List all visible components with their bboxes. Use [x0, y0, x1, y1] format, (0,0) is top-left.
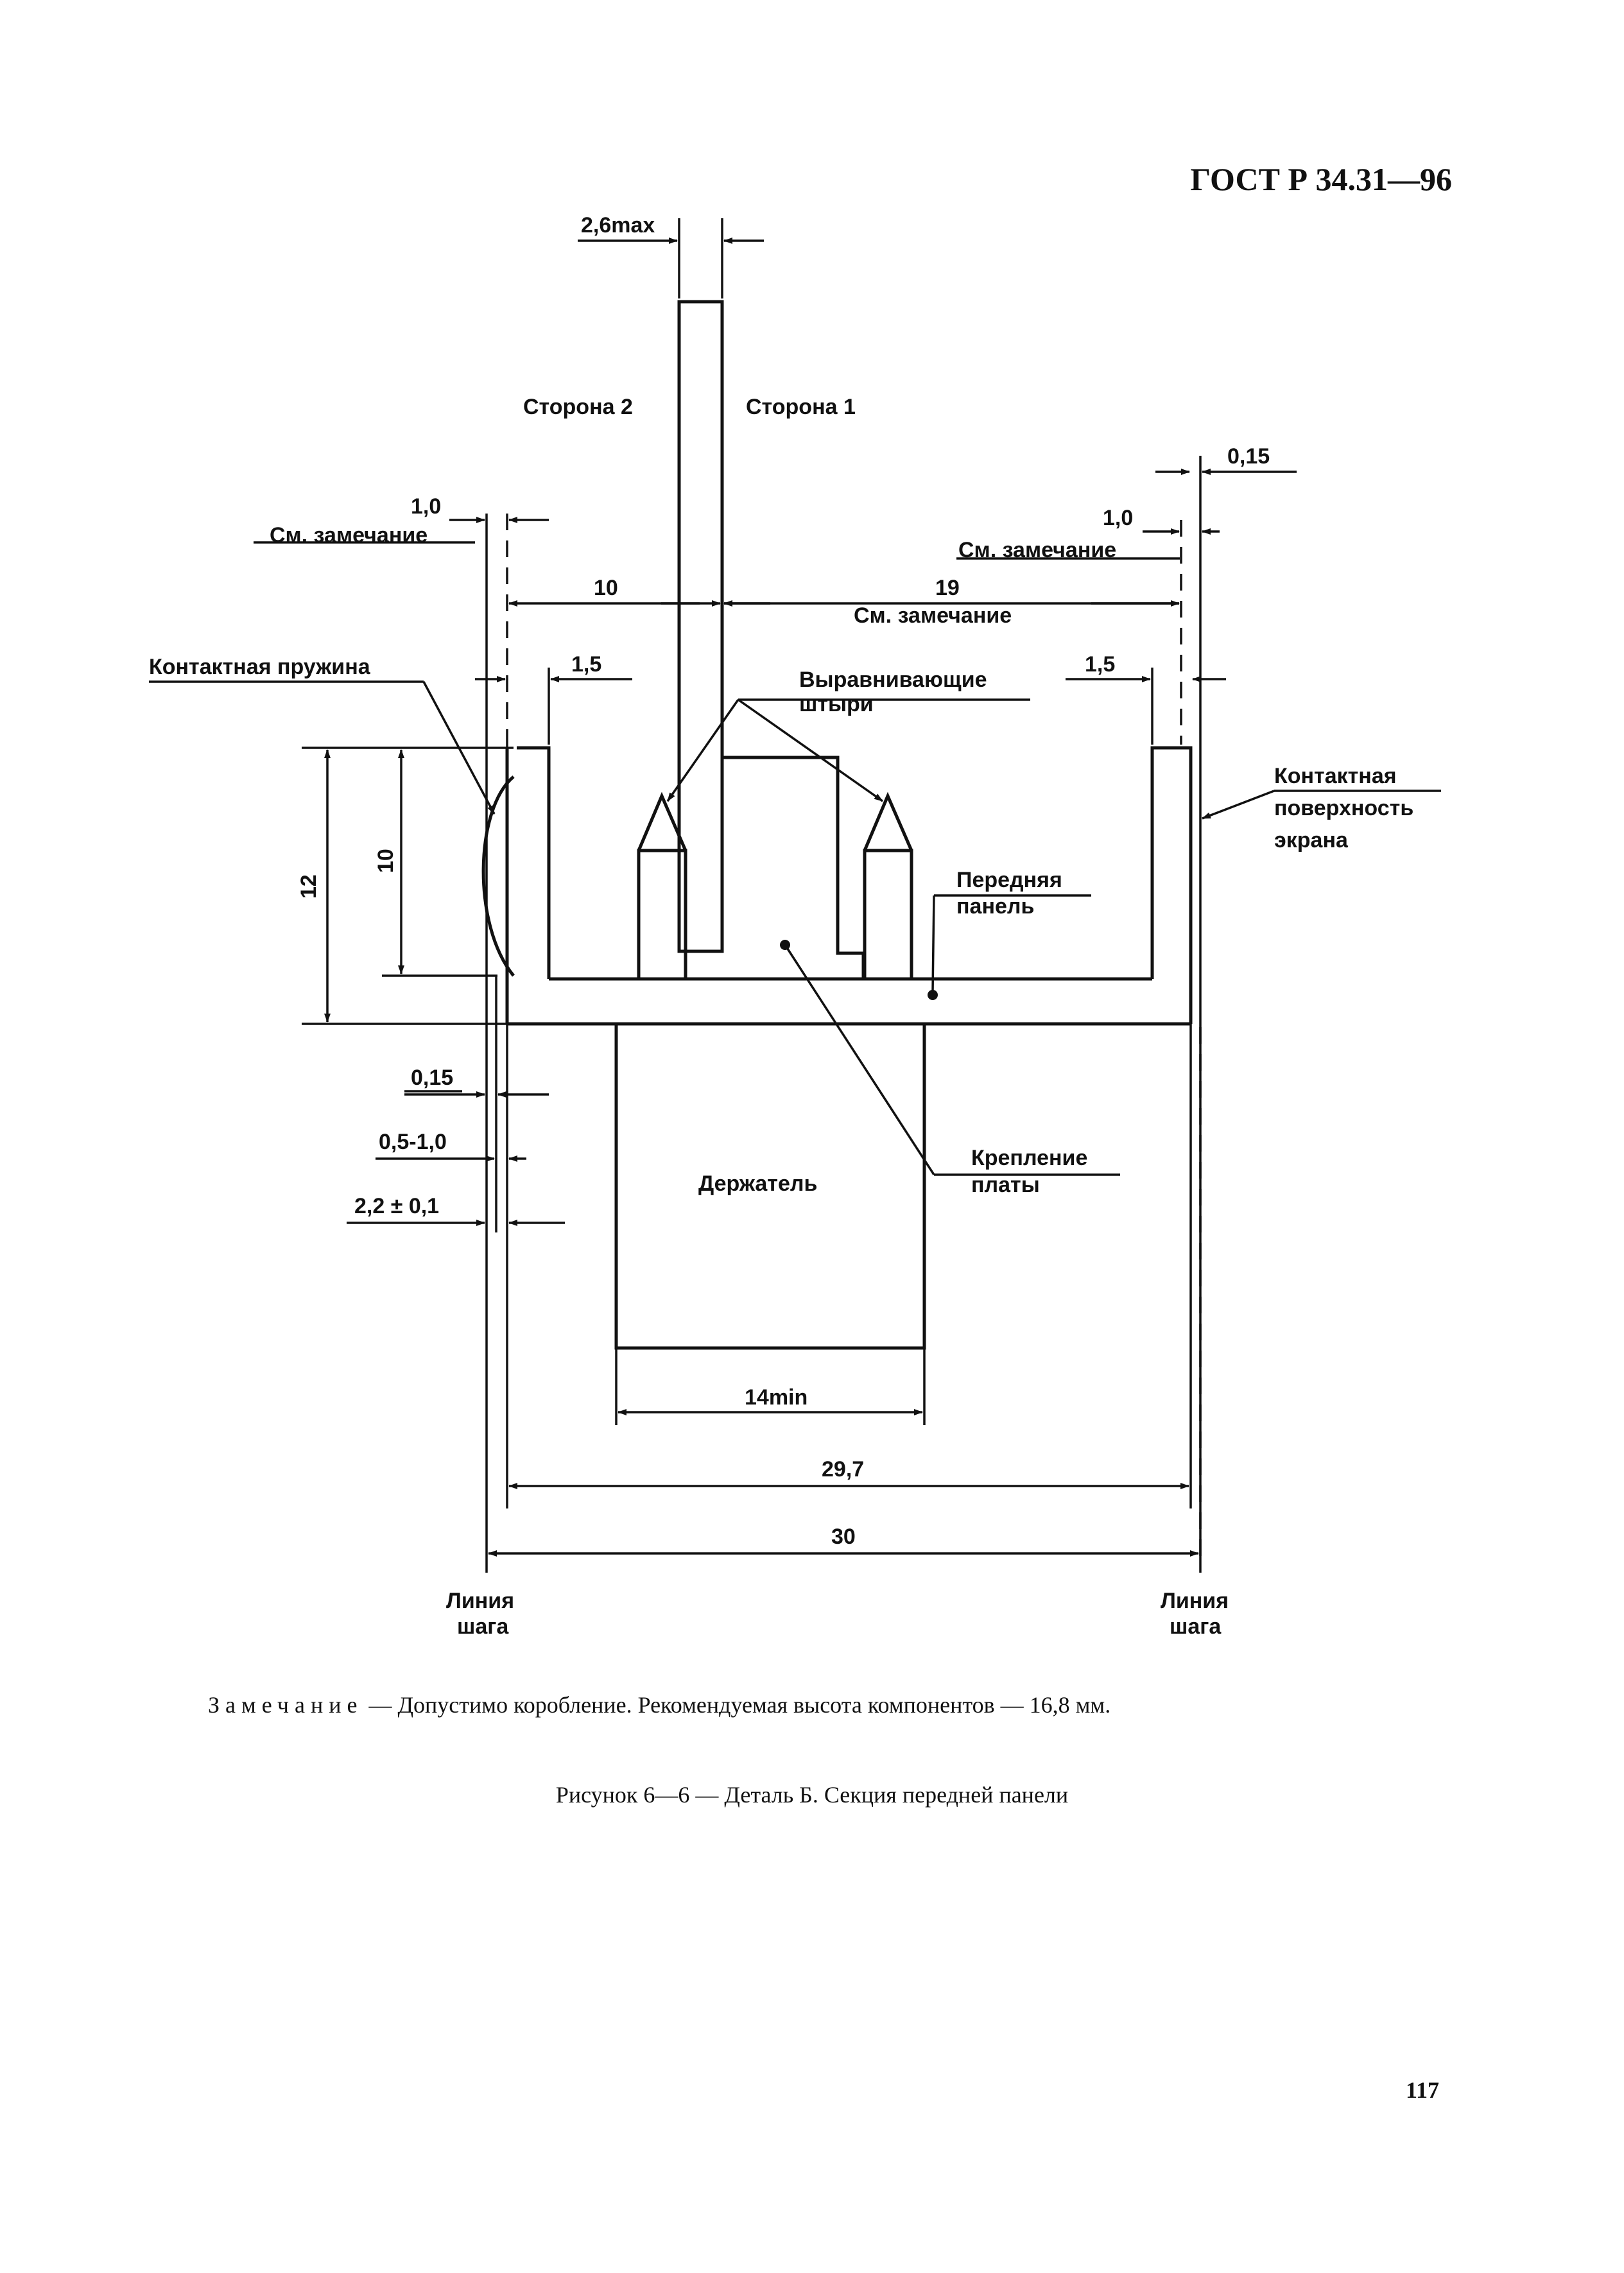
dim-10: 10	[594, 576, 618, 600]
board-blade	[677, 300, 724, 953]
contact-spring-label: Контактная пружина	[149, 655, 371, 679]
see-note-left: См. замечание	[270, 523, 428, 548]
dim-top-label: 2,6max	[581, 213, 655, 238]
side2-label: Сторона 2	[523, 395, 633, 419]
panel-left-wall	[517, 746, 551, 979]
aligning-pins-label-2: штыри	[799, 692, 874, 716]
see-note-right: См. замечание	[958, 538, 1116, 562]
contact-spring-curve	[481, 775, 515, 977]
note-label: Замечание	[208, 1692, 363, 1718]
right-pin	[863, 849, 913, 979]
board-mount-label-1: Крепление	[971, 1146, 1087, 1170]
front-panel-label-2: панель	[956, 894, 1034, 919]
board-mount-block	[722, 756, 865, 979]
holder-box	[614, 1024, 926, 1350]
note-body: — Допустимо коробление. Рекомендуемая вы…	[363, 1692, 1111, 1718]
pitch-line-left-label-1: Линия	[446, 1589, 514, 1613]
dim-10-vert: 10	[374, 849, 398, 873]
left-pin-tip	[637, 791, 687, 851]
dim-14: 14min	[745, 1385, 808, 1410]
contact-surface-label-3: экрана	[1274, 828, 1349, 852]
note-text: Замечание — Допустимо коробление. Рекоме…	[208, 1691, 1110, 1718]
pitch-line-right-label-1: Линия	[1161, 1589, 1229, 1613]
see-note-19: См. замечание	[854, 603, 1012, 628]
aligning-pins-label-1: Выравнивающие	[799, 668, 987, 692]
dim-10-right: 1,0	[1103, 506, 1133, 530]
dim-015-top: 0,15	[1227, 444, 1270, 469]
standard-header: ГОСТ Р 34.31—96	[1190, 161, 1452, 197]
dim-10-left: 1,0	[411, 494, 441, 519]
dim-30: 30	[831, 1525, 856, 1549]
panel-right-wall	[1150, 746, 1193, 1024]
board-mount-label-2: платы	[971, 1173, 1040, 1197]
dim-15-left: 1,5	[571, 652, 601, 677]
holder-label: Держатель	[698, 1171, 817, 1196]
dim-22: 2,2 ± 0,1	[354, 1194, 439, 1218]
front-panel-label-1: Передняя	[956, 868, 1062, 892]
dim-297: 29,7	[822, 1457, 864, 1482]
contact-surface-label-1: Контактная	[1274, 764, 1397, 788]
left-pin	[637, 849, 687, 979]
dim-12: 12	[297, 874, 321, 899]
dim-015-left: 0,15	[411, 1066, 453, 1090]
right-pin-tip	[863, 791, 913, 851]
page-number: 117	[1405, 2077, 1439, 2103]
figure-caption: Рисунок 6—6 — Деталь Б. Секция передней …	[555, 1782, 1069, 1808]
dim-15-right: 1,5	[1085, 652, 1115, 677]
dim-05-10: 0,5-1,0	[379, 1130, 447, 1154]
side1-label: Сторона 1	[746, 395, 856, 419]
contact-surface-label-2: поверхность	[1274, 796, 1413, 820]
pitch-line-left-label-2: шага	[457, 1614, 509, 1639]
dim-19: 19	[935, 576, 960, 600]
pitch-line-right-label-2: шага	[1170, 1614, 1222, 1639]
